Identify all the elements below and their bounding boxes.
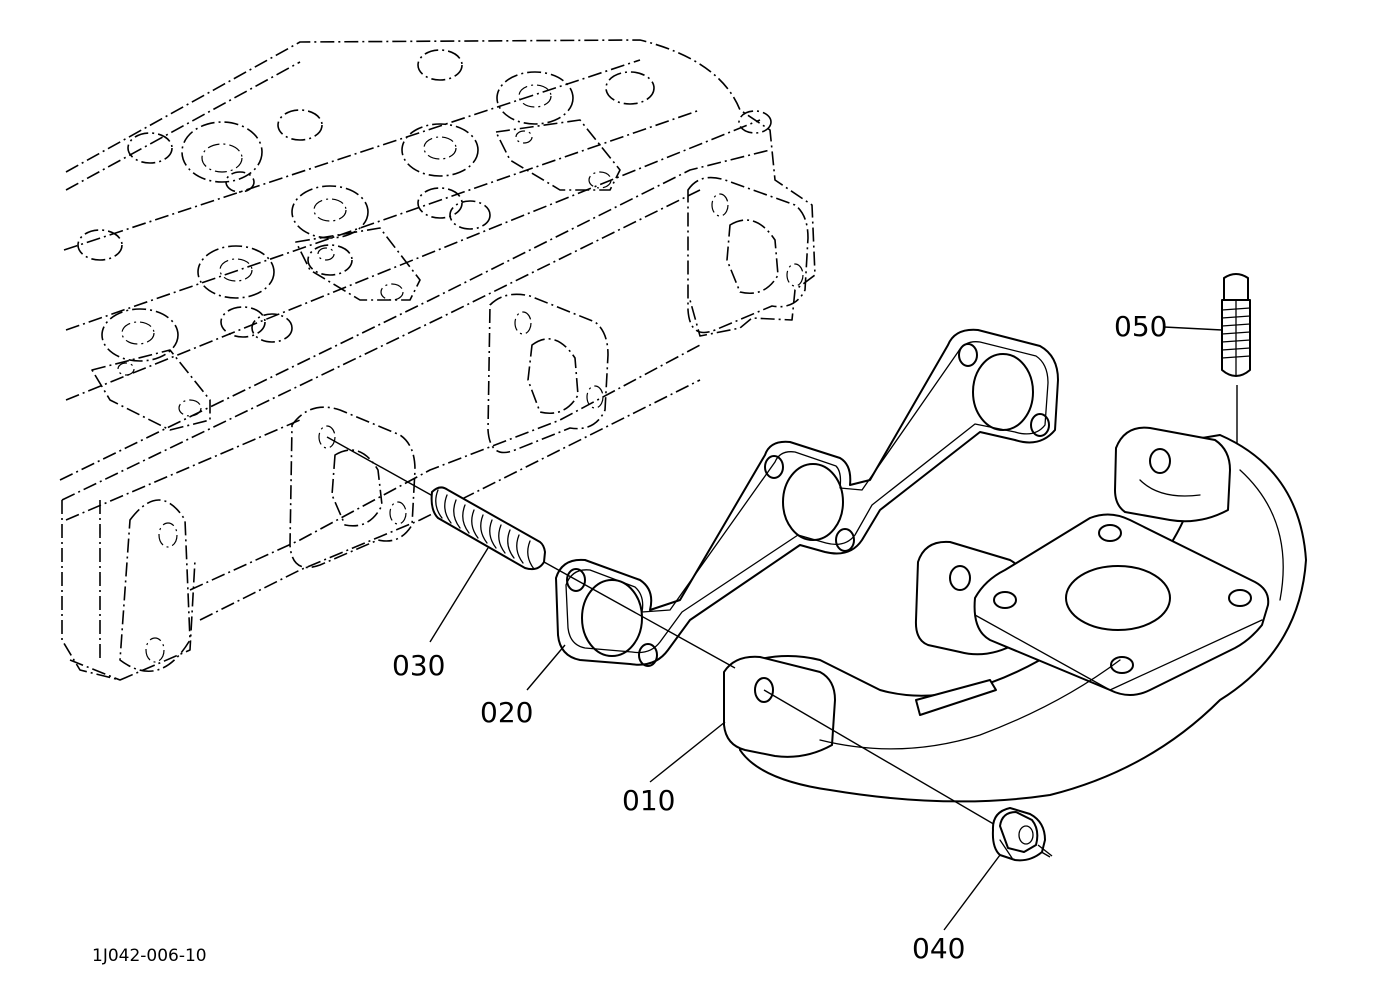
gasket-020 <box>555 328 1059 667</box>
callout-030: 030 <box>392 649 445 682</box>
cylinder-head-phantom <box>59 39 816 681</box>
leader-030 <box>429 547 489 643</box>
callout-020: 020 <box>480 696 533 729</box>
callout-040: 040 <box>912 932 965 965</box>
leader-020 <box>526 644 566 691</box>
callout-050: 050 <box>1114 310 1167 343</box>
leader-010 <box>649 721 726 783</box>
stud-030 <box>326 436 736 669</box>
drawing-id: 1J042-006-10 <box>92 946 207 966</box>
leader-050 <box>1163 326 1223 331</box>
exhaust-manifold-010 <box>723 426 1307 803</box>
leader-040 <box>943 854 1001 931</box>
flange-nut-040 <box>991 807 1053 862</box>
stud-050 <box>1221 273 1251 377</box>
callout-010: 010 <box>622 784 675 817</box>
